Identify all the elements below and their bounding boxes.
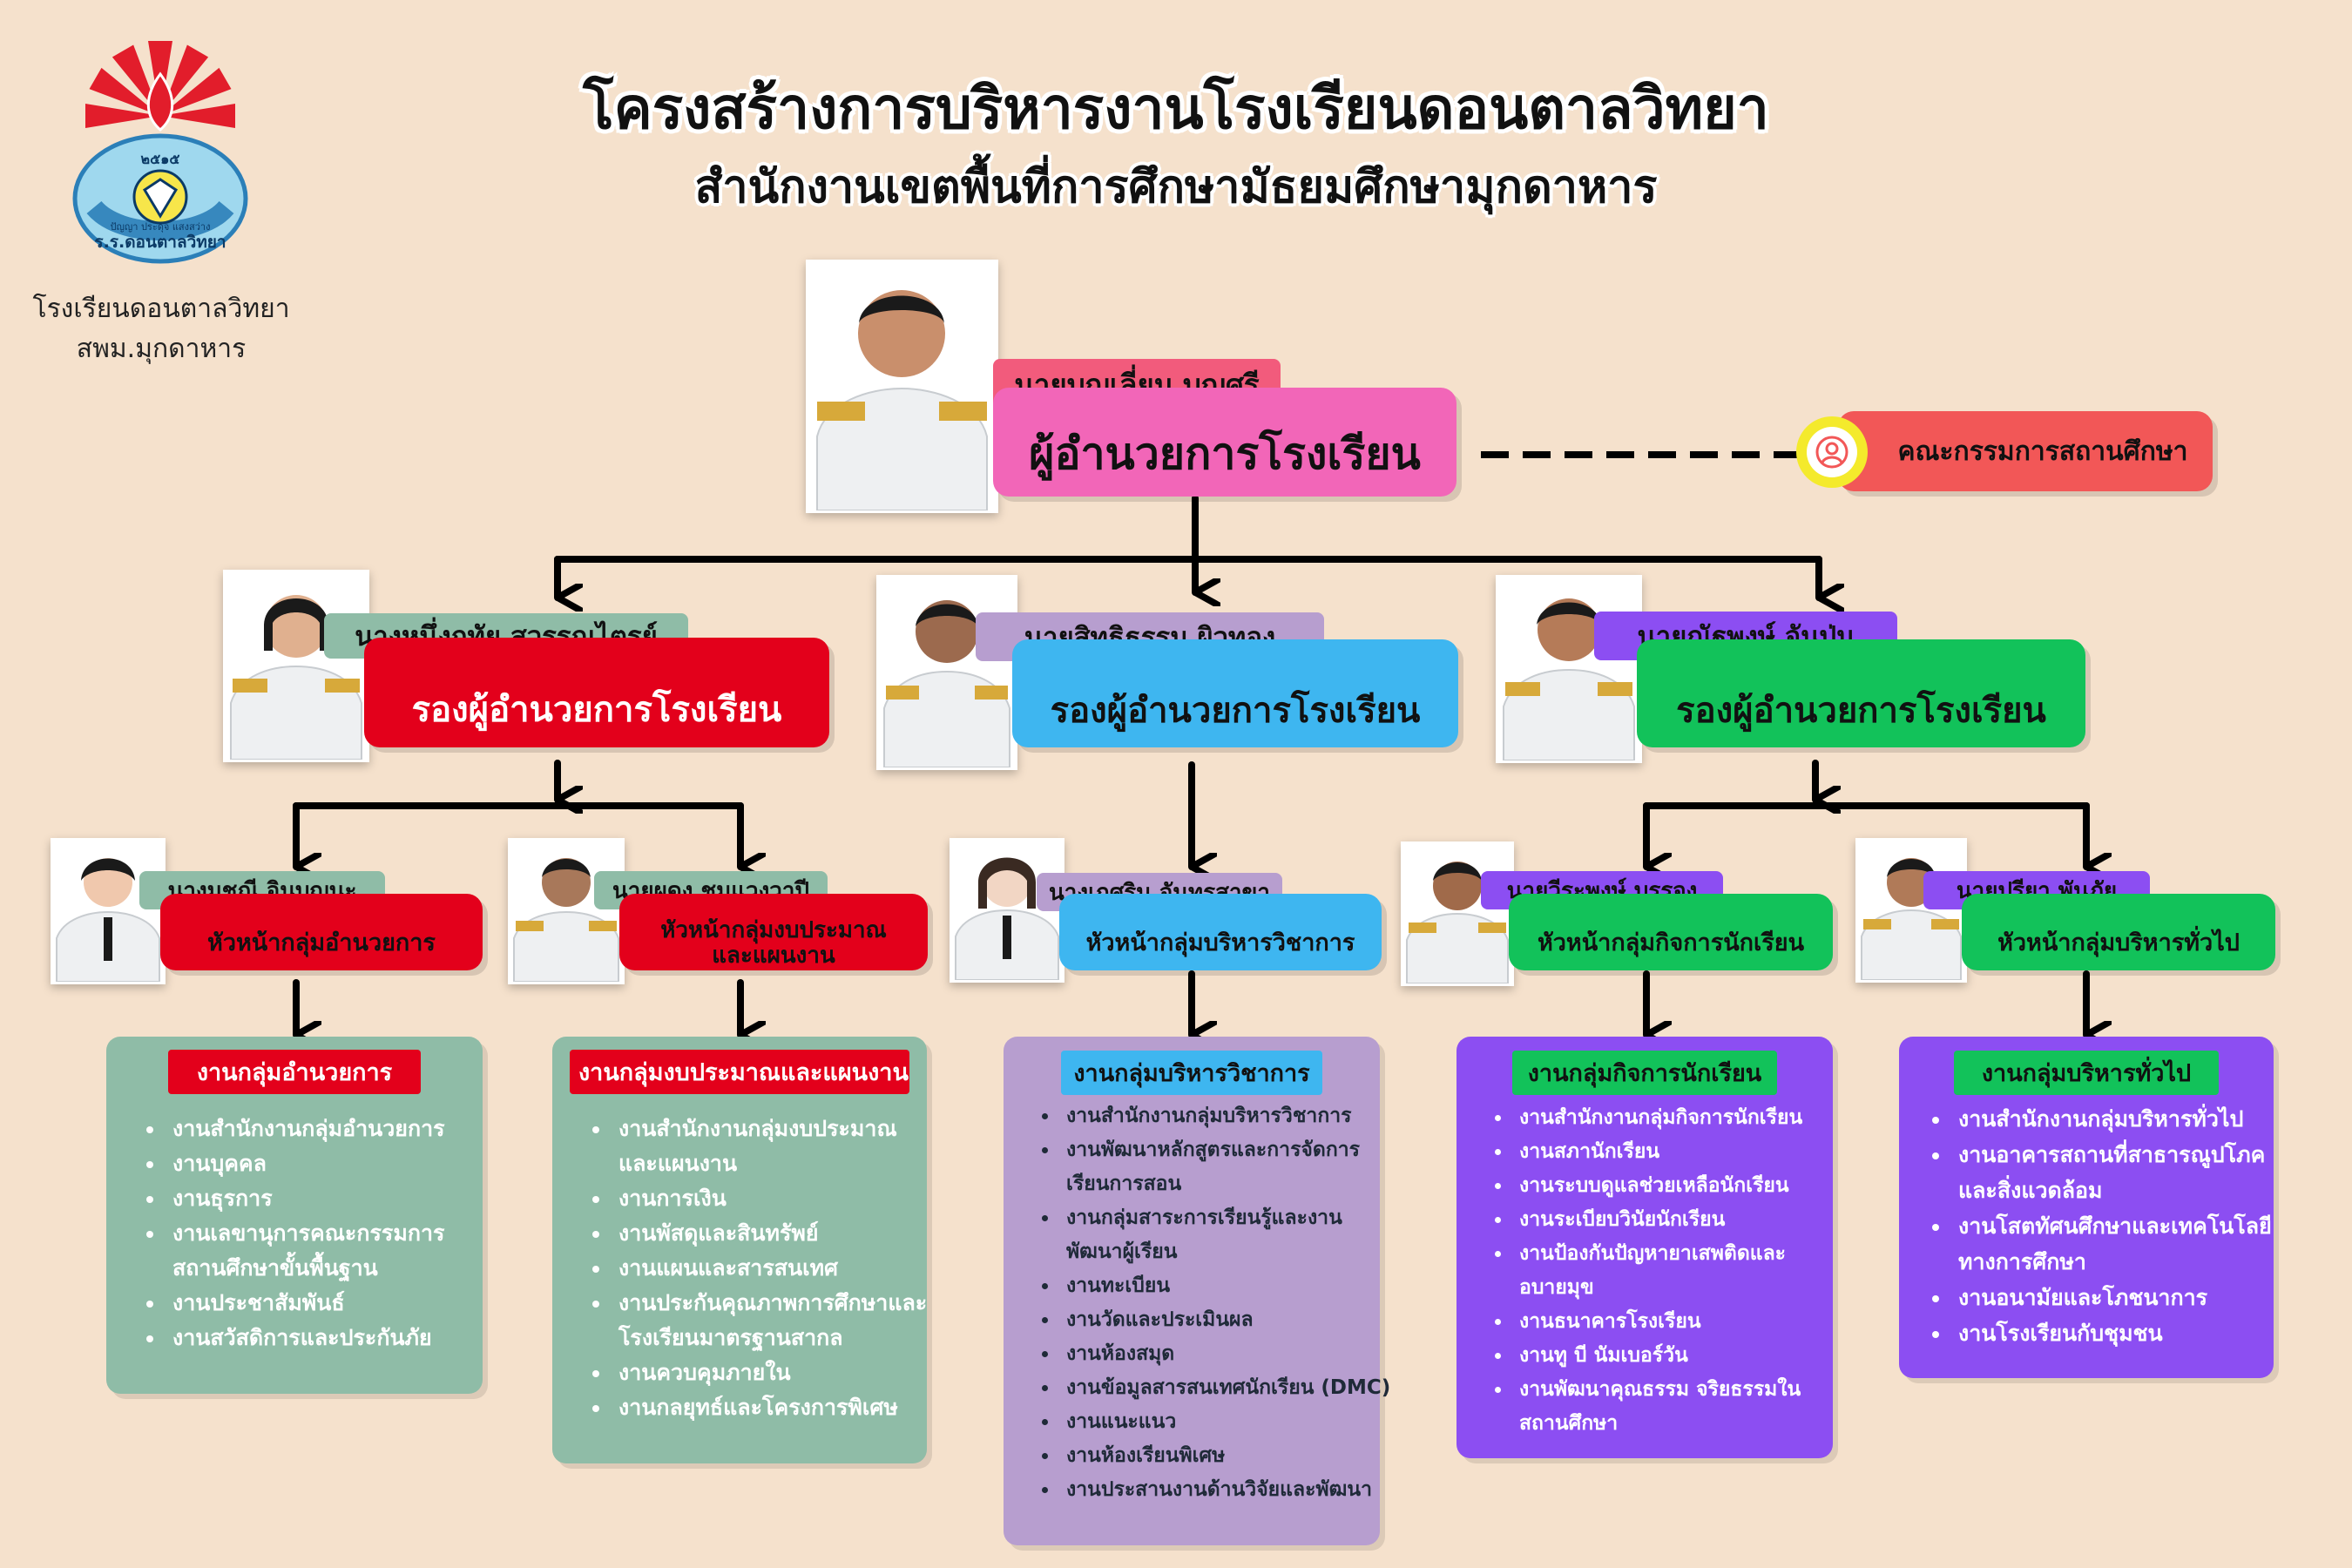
list-item: งานสภานักเรียน bbox=[1512, 1135, 1847, 1169]
person-silhouette-icon bbox=[808, 262, 996, 510]
work-group-1-list: งานสำนักงานกลุ่มอำนวยการ งานบุคคล งานธุร… bbox=[143, 1112, 490, 1355]
person-silhouette-icon bbox=[53, 841, 163, 982]
list-item: งานเลขานุการคณะกรรมการสถานศึกษาขั้นพื้นฐ… bbox=[166, 1216, 490, 1286]
work-group-2-list: งานสำนักงานกลุ่มงบประมาณและแผนงาน งานการ… bbox=[589, 1112, 936, 1425]
list-item: งานแนะแนว bbox=[1059, 1405, 1394, 1439]
list-item: งานอาคารสถานที่สาธารณูปโภคและสิ่งแวดล้อม bbox=[1951, 1137, 2291, 1208]
work-group-2-header: งานกลุ่มงบประมาณและแผนงาน bbox=[570, 1050, 909, 1094]
school-name: โรงเรียนดอนตาลวิทยา bbox=[32, 294, 290, 324]
person-silhouette-icon bbox=[1403, 844, 1511, 983]
head-4-role-box: หัวหน้ากลุ่มกิจการนักเรียน bbox=[1509, 894, 1833, 970]
head-1-role: หัวหน้ากลุ่มอำนวยการ bbox=[207, 929, 436, 956]
list-item: งานสวัสดิการและประกันภัย bbox=[166, 1321, 490, 1355]
work-group-3-header: งานกลุ่มบริหารวิชาการ bbox=[1061, 1051, 1322, 1095]
list-item: งานกลุ่มสาระการเรียนรู้และงานพัฒนาผู้เรี… bbox=[1059, 1201, 1394, 1269]
person-silhouette-icon bbox=[226, 572, 367, 760]
work-group-4-list: งานสำนักงานกลุ่มกิจการนักเรียน งานสภานัก… bbox=[1490, 1101, 1847, 1441]
list-item: งานโสตทัศนศึกษาและเทคโนโลยีทางการศึกษา bbox=[1951, 1208, 2291, 1280]
list-item: งานห้องสมุด bbox=[1059, 1337, 1394, 1371]
list-item: งานธุรการ bbox=[166, 1181, 490, 1216]
list-item: งานพัฒนาคุณธรรม จริยธรรมในสถานศึกษา bbox=[1512, 1373, 1847, 1441]
school-logo: ร.ร.ดอนตาลวิทยา ๒๕๑๕ ปัญญา ประดุจ แสงสว่… bbox=[72, 41, 248, 264]
deputy-1-photo bbox=[223, 570, 369, 762]
committee-icon-circle bbox=[1796, 416, 1868, 488]
head-1-photo bbox=[51, 838, 166, 984]
deputy-2-role-box: รองผู้อำนวยการโรงเรียน bbox=[1012, 639, 1458, 747]
list-item: งานข้อมูลสารสนเทศนักเรียน (DMC) bbox=[1059, 1371, 1394, 1405]
list-item: งานการเงิน bbox=[612, 1181, 936, 1216]
list-item: งานสำนักงานกลุ่มอำนวยการ bbox=[166, 1112, 490, 1146]
director-role-box: ผู้อำนวยการโรงเรียน bbox=[993, 388, 1456, 497]
deputy-1-role: รองผู้อำนวยการโรงเรียน bbox=[411, 690, 782, 730]
person-silhouette-icon bbox=[879, 578, 1015, 767]
list-item: งานป้องกันปัญหายาเสพติดและอบายมุข bbox=[1512, 1237, 1847, 1305]
list-item: งานประชาสัมพันธ์ bbox=[166, 1286, 490, 1321]
page-subtitle: สำนักงานเขตพื้นที่การศึกษามัธยมศึกษามุกด… bbox=[694, 161, 1658, 213]
work-group-4-header: งานกลุ่มกิจการนักเรียน bbox=[1512, 1051, 1777, 1095]
head-5-role-box: หัวหน้ากลุ่มบริหารทั่วไป bbox=[1962, 894, 2275, 970]
committee-box: คณะกรรมการสถานศึกษา bbox=[1838, 411, 2213, 491]
director-role: ผู้อำนวยการโรงเรียน bbox=[1029, 429, 1421, 479]
logo-motto: ปัญญา ประดุจ แสงสว่าง bbox=[111, 221, 211, 233]
logo-year: ๒๕๑๕ bbox=[141, 151, 180, 167]
list-item: งานกลยุทธ์และโครงการพิเศษ bbox=[612, 1390, 936, 1425]
head-2-role: หัวหน้ากลุ่มงบประมาณ และแผนงาน bbox=[660, 917, 887, 969]
list-item: งานบุคคล bbox=[166, 1146, 490, 1181]
school-area: สพม.มุกดาหาร bbox=[76, 334, 247, 364]
deputy-2-photo bbox=[876, 575, 1017, 770]
list-item: งานห้องเรียนพิเศษ bbox=[1059, 1439, 1394, 1473]
list-item: งานประสานงานด้านวิจัยและพัฒนา bbox=[1059, 1473, 1394, 1507]
deputy-3-photo bbox=[1496, 575, 1642, 763]
list-item: งานสำนักงานกลุ่มงบประมาณและแผนงาน bbox=[612, 1112, 936, 1181]
work-group-2: งานกลุ่มงบประมาณและแผนงาน งานสำนักงานกลุ… bbox=[552, 1037, 927, 1463]
list-item: งานสำนักงานกลุ่มบริหารทั่วไป bbox=[1951, 1101, 2291, 1137]
list-item: งานระเบียบวินัยนักเรียน bbox=[1512, 1203, 1847, 1237]
head-4-photo bbox=[1401, 841, 1514, 986]
person-silhouette-icon bbox=[1498, 578, 1639, 760]
head-2-role-box: หัวหน้ากลุ่มงบประมาณ และแผนงาน bbox=[619, 894, 928, 970]
list-item: งานแผนและสารสนเทศ bbox=[612, 1251, 936, 1286]
work-group-1: งานกลุ่มอำนวยการ งานสำนักงานกลุ่มอำนวยกา… bbox=[106, 1037, 483, 1394]
work-group-1-header: งานกลุ่มอำนวยการ bbox=[168, 1050, 421, 1094]
list-item: งานสำนักงานกลุ่มบริหารวิชาการ bbox=[1059, 1099, 1394, 1133]
list-item: งานพัฒนาหลักสูตรและการจัดการเรียนการสอน bbox=[1059, 1133, 1394, 1201]
page-title: โครงสร้างการบริหารงานโรงเรียนดอนตาลวิทยา bbox=[583, 75, 1769, 142]
work-group-5-list: งานสำนักงานกลุ่มบริหารทั่วไป งานอาคารสถา… bbox=[1929, 1101, 2291, 1351]
deputy-3-role-box: รองผู้อำนวยการโรงเรียน bbox=[1637, 639, 2085, 747]
head-3-role-box: หัวหน้ากลุ่มบริหารวิชาการ bbox=[1059, 894, 1382, 970]
logo-ring-text: ร.ร.ดอนตาลวิทยา bbox=[94, 233, 226, 252]
work-group-5: งานกลุ่มบริหารทั่วไป งานสำนักงานกลุ่มบริ… bbox=[1899, 1037, 2274, 1378]
list-item: งานอนามัยและโภชนาการ bbox=[1951, 1280, 2291, 1315]
list-item: งานโรงเรียนกับชุมชน bbox=[1951, 1315, 2291, 1351]
director-photo bbox=[806, 260, 998, 513]
person-silhouette-icon bbox=[510, 841, 622, 982]
head-1-role-box: หัวหน้ากลุ่มอำนวยการ bbox=[160, 894, 483, 970]
deputy-2-role: รองผู้อำนวยการโรงเรียน bbox=[1050, 691, 1421, 731]
head-4-role: หัวหน้ากลุ่มกิจการนักเรียน bbox=[1537, 929, 1805, 956]
deputy-3-role: รองผู้อำนวยการโรงเรียน bbox=[1676, 691, 2046, 731]
committee-label: คณะกรรมการสถานศึกษา bbox=[1897, 436, 2188, 467]
list-item: งานประกันคุณภาพการศึกษาและโรงเรียนมาตรฐา… bbox=[612, 1286, 936, 1355]
list-item: งานระบบดูแลช่วยเหลือนักเรียน bbox=[1512, 1169, 1847, 1203]
list-item: งานทะเบียน bbox=[1059, 1269, 1394, 1303]
person-silhouette-icon bbox=[1858, 841, 1964, 980]
list-item: งานวัดและประเมินผล bbox=[1059, 1303, 1394, 1337]
list-item: งานพัสดุและสินทรัพย์ bbox=[612, 1216, 936, 1251]
list-item: งานควบคุมภายใน bbox=[612, 1355, 936, 1390]
head-3-role: หัวหน้ากลุ่มบริหารวิชาการ bbox=[1085, 929, 1355, 956]
work-group-3: งานกลุ่มบริหารวิชาการ งานสำนักงานกลุ่มบร… bbox=[1004, 1037, 1390, 1545]
head-2-photo bbox=[508, 838, 625, 984]
work-group-4: งานกลุ่มกิจการนักเรียน งานสำนักงานกลุ่มก… bbox=[1456, 1037, 1833, 1458]
head-5-photo bbox=[1855, 838, 1967, 983]
list-item: งานสำนักงานกลุ่มกิจการนักเรียน bbox=[1512, 1101, 1847, 1135]
work-group-3-list: งานสำนักงานกลุ่มบริหารวิชาการ งานพัฒนาหล… bbox=[1037, 1099, 1394, 1507]
work-group-5-header: งานกลุ่มบริหารทั่วไป bbox=[1954, 1051, 2219, 1095]
list-item: งานทู บี นัมเบอร์วัน bbox=[1512, 1339, 1847, 1373]
head-5-role: หัวหน้ากลุ่มบริหารทั่วไป bbox=[1997, 929, 2240, 956]
user-circle-icon bbox=[1815, 436, 1848, 469]
list-item: งานธนาคารโรงเรียน bbox=[1512, 1305, 1847, 1339]
deputy-1-role-box: รองผู้อำนวยการโรงเรียน bbox=[364, 638, 829, 747]
